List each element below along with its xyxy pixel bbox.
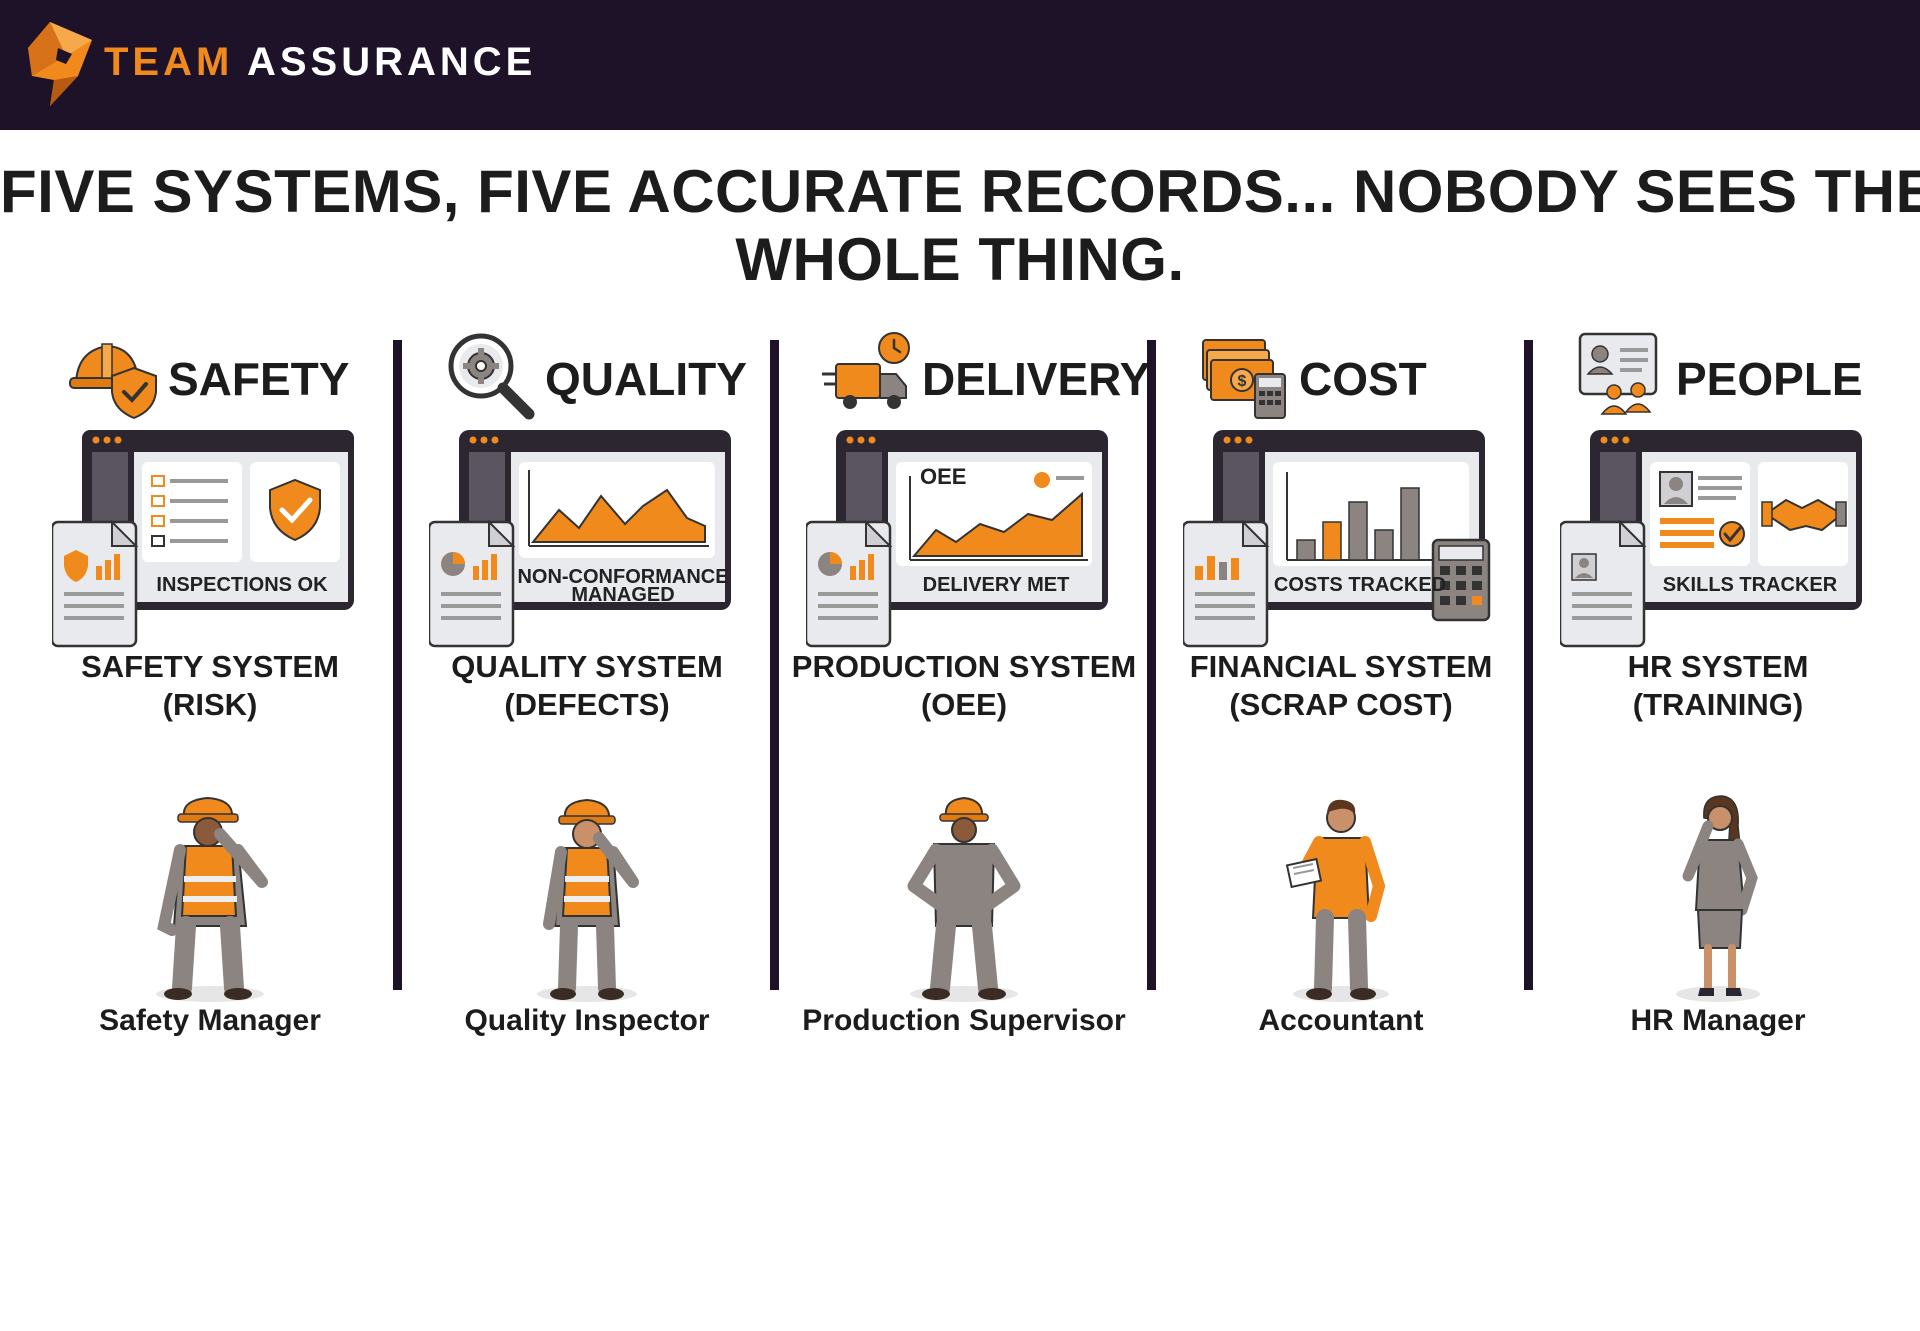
- column-divider: [1147, 340, 1156, 990]
- system-name: FINANCIAL SYSTEM: [1189, 649, 1493, 684]
- category-title-cost: COST: [1299, 353, 1427, 405]
- dashboard-illustration-delivery: OEE DELIVERY MET: [804, 430, 1116, 650]
- screen-status-line-2: MANAGED: [571, 584, 675, 606]
- header-bar: TEAM ASSURANCE: [0, 0, 1920, 130]
- system-name: QUALITY SYSTEM: [451, 649, 723, 684]
- dashboard-illustration-quality: NON-CONFORMANCE MANAGED: [427, 430, 739, 650]
- delivery-truck-clock-icon: [822, 332, 910, 409]
- column-people: PEOPLE SKILLS TRACKER HR SYSTEM: [1530, 330, 1906, 1047]
- column-divider: [770, 340, 779, 990]
- dashboard-illustration-people: SKILLS TRACKER: [1558, 430, 1870, 650]
- screen-status-label: DELIVERY MET: [922, 574, 1070, 596]
- system-scope: (TRAINING): [1632, 687, 1804, 722]
- column-cost: $ COST COST: [1153, 330, 1529, 1047]
- category-title-quality: QUALITY: [545, 353, 747, 405]
- system-name: PRODUCTION SYSTEM: [791, 649, 1137, 684]
- role-label-production-supervisor: Production Supervisor: [802, 1004, 1126, 1037]
- role-label-quality-inspector: Quality Inspector: [464, 1004, 710, 1037]
- column-divider: [393, 340, 402, 990]
- category-title-people: PEOPLE: [1676, 353, 1863, 405]
- screen-status-label: INSPECTIONS OK: [156, 574, 328, 596]
- system-scope: (DEFECTS): [504, 687, 670, 722]
- page-title-line-2: WHOLE THING.: [735, 226, 1185, 293]
- system-label-safety: SAFETY SYSTEM (RISK): [22, 648, 398, 724]
- role-label-hr-manager: HR Manager: [1630, 1004, 1806, 1037]
- brand-part-team: TEAM: [104, 40, 234, 84]
- system-label-people: HR SYSTEM (TRAINING): [1530, 648, 1906, 724]
- magnifier-gear-icon: [448, 333, 535, 420]
- system-label-cost: FINANCIAL SYSTEM (SCRAP COST): [1153, 648, 1529, 724]
- page-title-line-1: FIVE SYSTEMS, FIVE ACCURATE RECORDS... N…: [0, 158, 1920, 225]
- svg-text:$: $: [1238, 373, 1247, 390]
- screen-chart-label: OEE: [920, 464, 967, 489]
- team-assurance-logo-icon: [28, 22, 92, 106]
- system-label-quality: QUALITY SYSTEM (DEFECTS): [399, 648, 775, 724]
- page-title: FIVE SYSTEMS, FIVE ACCURATE RECORDS... N…: [0, 158, 1920, 294]
- screen-status-label: NON-CONFORMANCE MANAGED: [517, 566, 729, 606]
- category-title-delivery: DELIVERY: [922, 353, 1151, 405]
- brand-part-assurance: ASSURANCE: [246, 40, 537, 84]
- system-scope: (SCRAP COST): [1229, 687, 1453, 722]
- system-name: SAFETY SYSTEM: [81, 649, 339, 684]
- person-illustration-safety-manager: [110, 726, 310, 1326]
- brand-wordmark: TEAM ASSURANCE: [104, 40, 536, 85]
- role-label-accountant: Accountant: [1258, 1004, 1424, 1037]
- role-label-safety-manager: Safety Manager: [99, 1004, 321, 1037]
- person-illustration-hr-manager: [1618, 726, 1818, 1326]
- screen-status-line-1: NON-CONFORMANCE: [517, 566, 729, 588]
- category-title-safety: SAFETY: [168, 353, 350, 405]
- screen-status-label: SKILLS TRACKER: [1662, 574, 1838, 596]
- dashboard-illustration-cost: COSTS TRACKED: [1181, 430, 1493, 650]
- system-label-delivery: PRODUCTION SYSTEM (OEE): [776, 648, 1152, 724]
- column-quality: QUALITY NON-CONFORMANCE MANAGED QUALITY …: [399, 330, 775, 1047]
- person-illustration-accountant: [1241, 726, 1441, 1326]
- system-scope: (RISK): [162, 687, 258, 722]
- person-illustration-production-supervisor: [864, 726, 1064, 1326]
- system-name: HR SYSTEM: [1627, 649, 1809, 684]
- column-delivery: DELIVERY OEE DELIVERY MET PRODUCTION SYS…: [776, 330, 1152, 1047]
- system-scope: (OEE): [920, 687, 1008, 722]
- money-calculator-icon: $: [1202, 339, 1286, 419]
- id-card-people-icon: [1578, 332, 1658, 415]
- person-illustration-quality-inspector: [487, 726, 687, 1326]
- hardhat-shield-icon: [69, 343, 157, 420]
- screen-status-label: COSTS TRACKED: [1273, 574, 1447, 596]
- column-divider: [1524, 340, 1533, 990]
- dashboard-illustration-safety: INSPECTIONS OK: [50, 430, 362, 650]
- column-safety: SAFETY INSPECTIONS OK SAFETY SYSTEM (RIS…: [22, 330, 398, 1047]
